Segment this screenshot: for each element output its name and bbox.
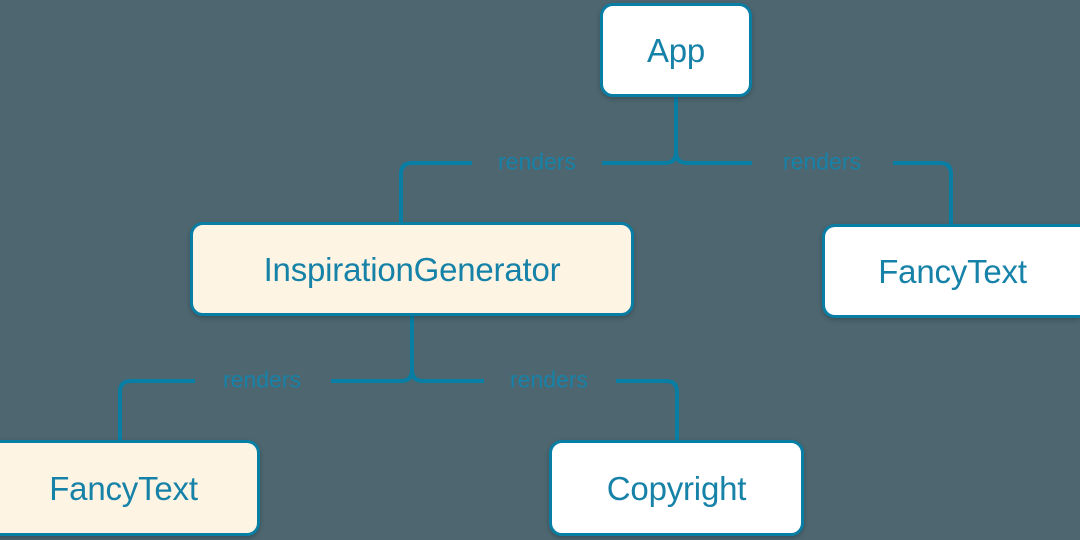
node-app-label: App xyxy=(646,31,706,69)
edge-app-to-inspiration-generator-b xyxy=(399,161,472,222)
node-fancytext-right-label: FancyText xyxy=(878,252,1027,290)
node-fancytext-bottom-left-label: FancyText xyxy=(49,469,198,507)
node-inspiration-generator-label: InspirationGenerator xyxy=(263,250,561,288)
edge-app-to-fancytext-right xyxy=(674,151,752,165)
node-copyright[interactable]: Copyright xyxy=(549,440,804,536)
edge-inspiration-generator-to-copyright-b xyxy=(616,379,679,440)
edge-app-to-fancytext-right-b xyxy=(893,161,953,224)
edge-label-inspiration-generator-to-fancytext: renders xyxy=(223,366,301,393)
edge-label-app-to-inspiration-generator: renders xyxy=(498,148,576,175)
edge-inspiration-generator-to-fancytext-b xyxy=(118,379,195,440)
node-fancytext-right[interactable]: FancyText xyxy=(822,224,1080,318)
edge-label-inspiration-generator-to-copyright: renders xyxy=(510,366,588,393)
node-copyright-label: Copyright xyxy=(606,469,747,507)
edge-inspiration-generator-to-copyright xyxy=(410,369,484,383)
node-inspiration-generator[interactable]: InspirationGenerator xyxy=(190,222,634,316)
edge-app-to-inspiration-generator xyxy=(602,151,678,165)
node-app[interactable]: App xyxy=(600,3,752,97)
node-fancytext-bottom-left[interactable]: FancyText xyxy=(0,440,260,536)
edge-inspiration-generator-to-fancytext xyxy=(331,369,414,383)
edge-label-app-to-fancytext-right: renders xyxy=(783,148,861,175)
